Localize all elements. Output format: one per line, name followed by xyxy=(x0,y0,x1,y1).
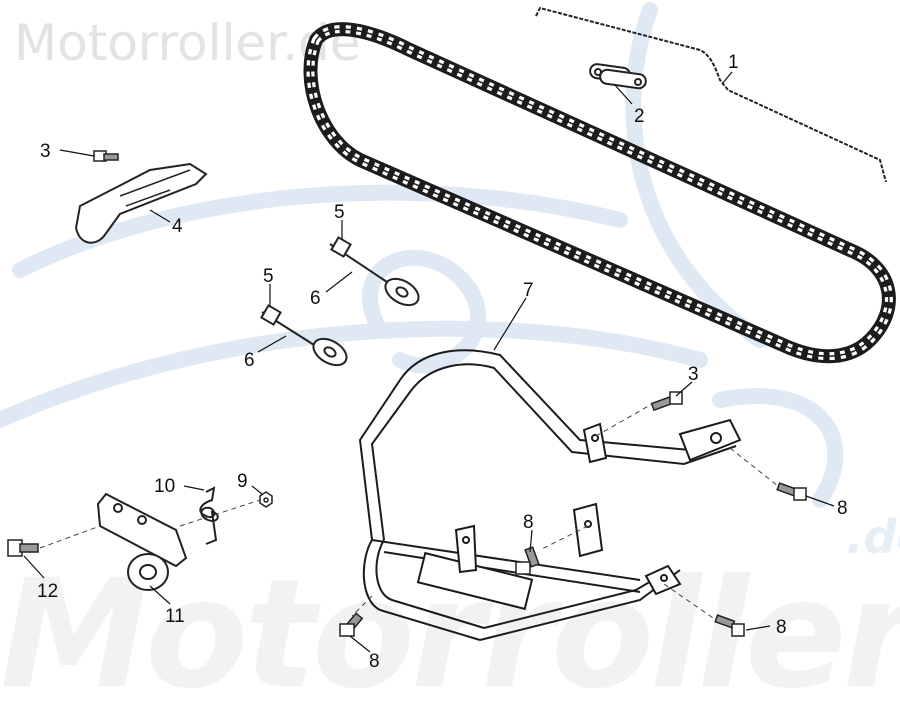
drive-chain xyxy=(303,22,896,364)
callout-8-right-bottom: 8 xyxy=(776,617,787,638)
diagram-canvas: 1 2 3 4 5 6 5 6 7 3 8 8 10 9 12 11 8 8 xyxy=(0,2,896,672)
chain-slider xyxy=(74,162,208,244)
assembly-lines xyxy=(39,403,779,621)
bolt-12 xyxy=(7,539,39,557)
chain-cover-wire xyxy=(535,6,887,183)
callout-11: 11 xyxy=(165,606,185,627)
watermark-top: Motorroller.de xyxy=(14,14,361,72)
callout-12: 12 xyxy=(37,581,58,602)
chain-adjuster-upper xyxy=(329,236,420,307)
callout-8-middle: 8 xyxy=(523,512,534,533)
leader-lines xyxy=(23,71,835,653)
watermark-suffix: .de xyxy=(846,510,900,564)
bolt-8-middle xyxy=(515,546,540,575)
chain-adjuster-lower xyxy=(260,304,348,367)
callout-labels: 1 2 3 4 5 6 5 6 7 3 8 8 10 9 12 11 8 8 xyxy=(37,52,848,672)
callout-10: 10 xyxy=(154,476,175,497)
callout-8-bottom-left: 8 xyxy=(369,651,380,672)
callout-6-lower: 6 xyxy=(244,350,255,371)
rear-frame-bracket xyxy=(358,349,742,641)
tensioner-spring xyxy=(199,486,219,545)
callout-1: 1 xyxy=(728,52,739,73)
bolt-8-bottom-left xyxy=(339,612,364,637)
chain-tensioner xyxy=(96,492,188,591)
bolt-8-right-bottom xyxy=(714,614,745,637)
callout-3-top: 3 xyxy=(40,141,51,162)
nut-9 xyxy=(259,491,273,508)
callout-7: 7 xyxy=(523,280,534,301)
logo-watermark-swooshes xyxy=(0,2,844,508)
callout-4: 4 xyxy=(172,216,183,237)
bolts-8 xyxy=(339,482,807,637)
callout-8-right-top: 8 xyxy=(837,498,848,519)
bolt-8-right-top xyxy=(776,482,807,501)
bolt-top-left xyxy=(93,150,119,162)
callout-9: 9 xyxy=(237,471,248,492)
callout-6-upper: 6 xyxy=(310,288,321,309)
callout-3-right: 3 xyxy=(688,364,699,385)
master-link xyxy=(589,63,647,90)
bolt-upper-right xyxy=(650,391,683,412)
callout-2: 2 xyxy=(634,106,645,127)
callout-5-lower: 5 xyxy=(263,266,274,287)
callout-5-upper: 5 xyxy=(334,202,345,223)
